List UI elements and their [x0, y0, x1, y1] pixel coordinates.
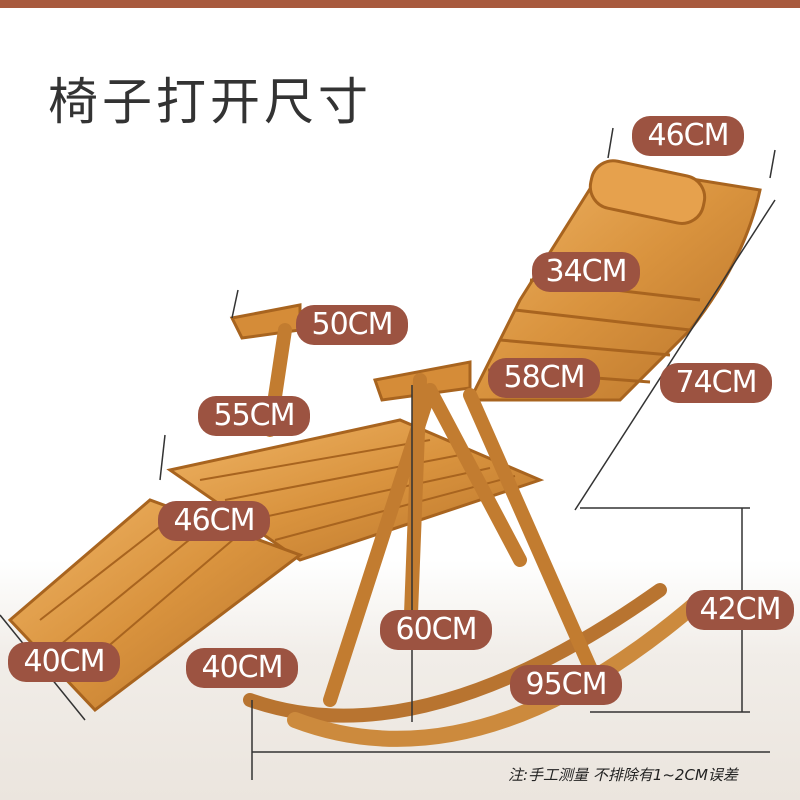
dim-rocker-height-badge: 42CM: [686, 590, 794, 630]
dim-armrest-length-badge: 50CM: [296, 305, 408, 345]
dim-seat-height-badge: 60CM: [380, 610, 492, 650]
measurement-note: 注:手工测量 不排除有1~2CM误差: [508, 766, 738, 784]
dim-seat-width-badge: 58CM: [488, 358, 600, 398]
dim-legrest-width-badge: 46CM: [158, 501, 270, 541]
rocker-runner-back: [243, 583, 667, 723]
dim-footrest-length-badge: 40CM: [186, 648, 298, 688]
top-accent-bar: [0, 0, 800, 8]
dim-total-length-badge: 95CM: [510, 665, 622, 705]
rocker-runner-front: [287, 592, 708, 747]
page-title: 椅子打开尺寸: [48, 73, 372, 131]
frame-legs: [263, 323, 607, 707]
headrest-pillow: [588, 159, 707, 225]
dim-seat-depth-badge: 55CM: [198, 396, 310, 436]
dim-back-height-badge: 74CM: [660, 363, 772, 403]
dim-headrest-width-badge: 34CM: [532, 252, 640, 292]
dim-legrest-length-badge: 40CM: [8, 642, 120, 682]
dim-backrest-width-badge: 46CM: [632, 116, 744, 156]
